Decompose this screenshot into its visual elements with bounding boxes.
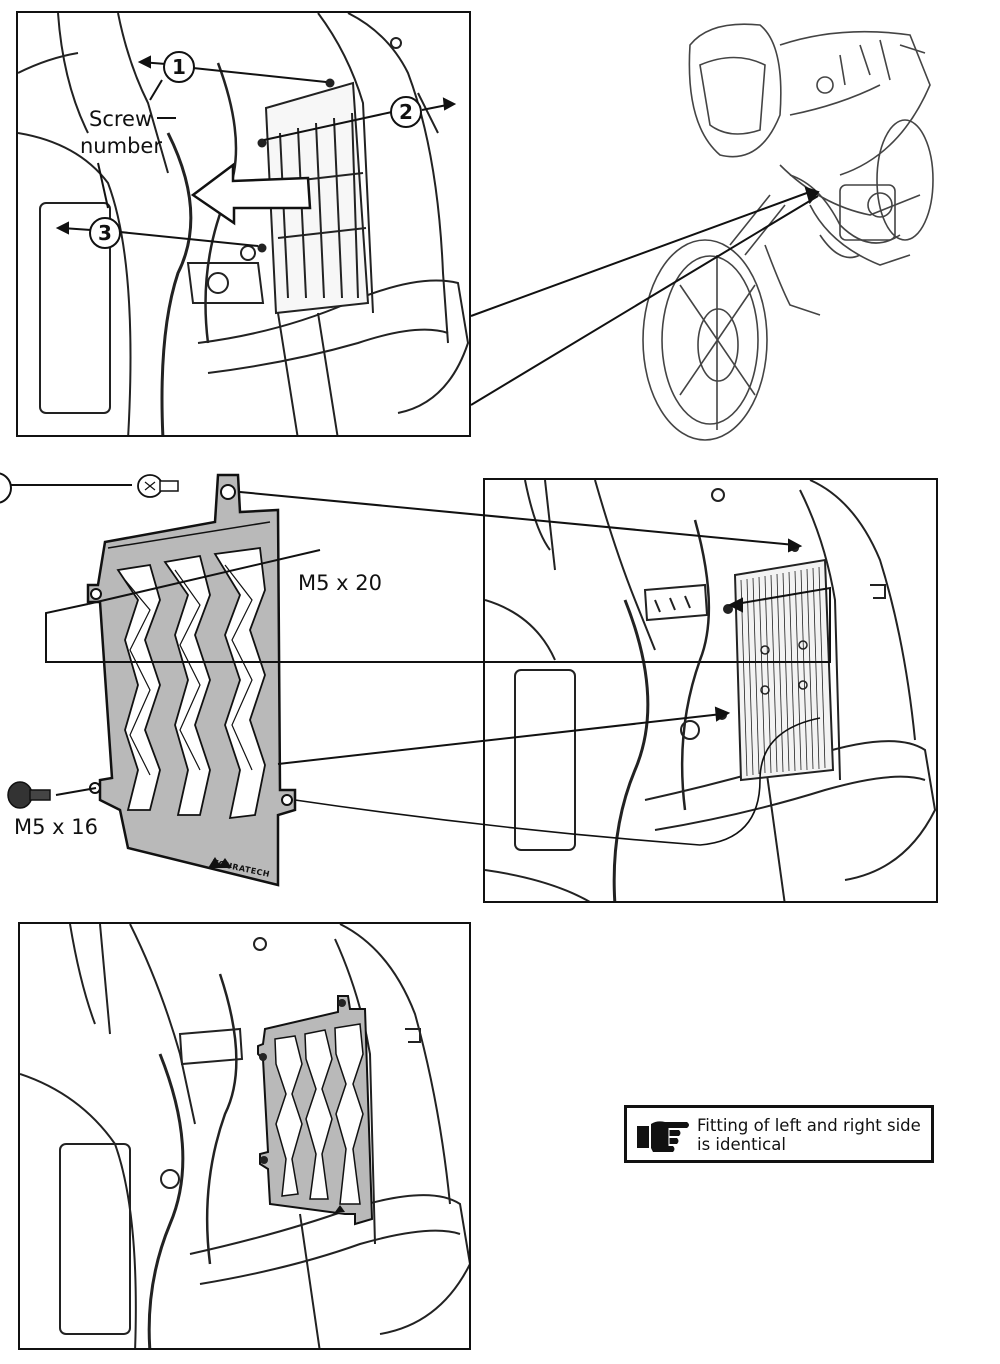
top-detail-drawing — [18, 13, 469, 435]
bolt-top — [137, 474, 179, 498]
screw-number-label-line1: Screw — [89, 107, 153, 131]
note-box: Fitting of left and right side is identi… — [624, 1105, 934, 1163]
middle-detail-drawing — [485, 480, 936, 901]
bottom-result-drawing — [20, 924, 469, 1348]
bottom-result-panel — [18, 922, 471, 1350]
pointing-hand-icon — [637, 1121, 689, 1152]
note-line-2: is identical — [697, 1135, 786, 1154]
bolt-m5x16-label: M5 x 16 — [14, 815, 98, 839]
motorcycle-overview-drawing — [642, 23, 934, 441]
callout-3: 3 — [89, 217, 121, 249]
screw-number-label-line2: number — [80, 134, 162, 158]
touratech-logo-icon — [208, 857, 232, 868]
bolt-m5x16 — [7, 781, 51, 809]
top-detail-panel — [16, 11, 471, 437]
callout-1: 1 — [163, 51, 195, 83]
callout-2: 2 — [390, 96, 422, 128]
note-line-1: Fitting of left and right side — [697, 1116, 921, 1135]
bolt-m5x20-label: M5 x 20 — [298, 571, 382, 595]
middle-detail-panel — [483, 478, 938, 903]
